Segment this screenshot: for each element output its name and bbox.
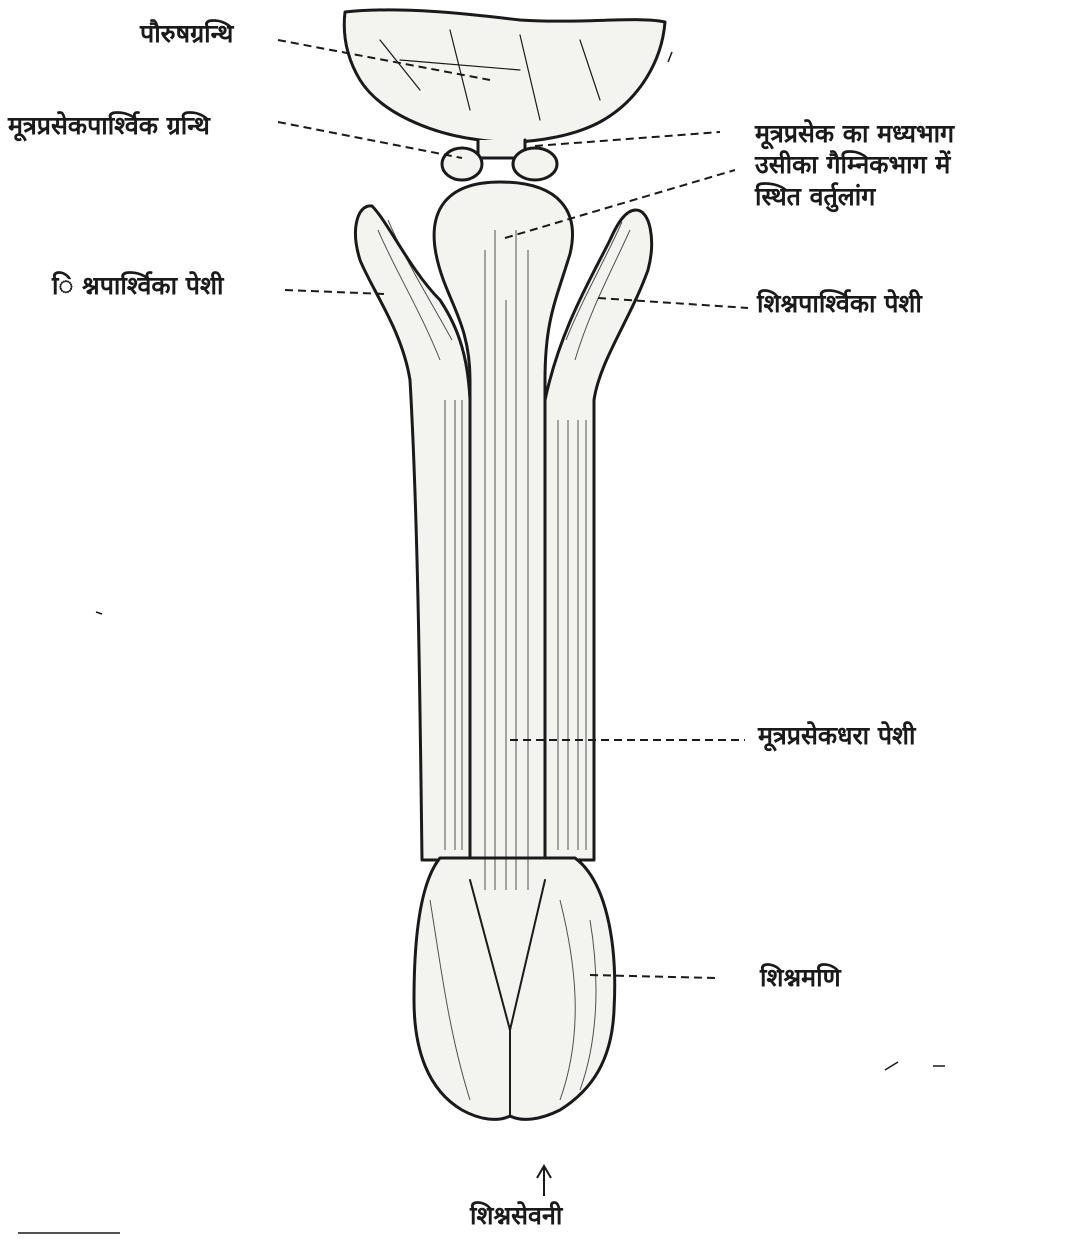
label-urethral-bulb-line1: मूत्रप्रसेक का मध्यभाग: [755, 118, 954, 149]
bulbourethral-gland-right: [513, 148, 557, 180]
bulbourethral-gland-left: [442, 148, 482, 180]
label-urethral-bulb-line3: स्थित वर्तुलांग: [755, 181, 954, 212]
label-glans: शिश्नमणि: [760, 962, 841, 993]
arrow-icon: [537, 1166, 551, 1196]
label-bulbospongiosus: मूत्रप्रसेकधरा पेशी: [758, 720, 916, 751]
label-prostate: पौरुषग्रन्थि: [140, 18, 233, 49]
label-ischiocavernosus-right: शिश्नपार्श्विका पेशी: [757, 288, 922, 319]
label-urethral-bulb: मूत्रप्रसेक का मध्यभाग उसीका गैम्निकभाग …: [755, 118, 954, 212]
label-bulbourethral-gland: मूत्रप्रसेकपार्श्विक ग्रन्थि: [8, 110, 210, 141]
leader-ischio-left: [285, 290, 385, 294]
label-raphe: शिश्नसेवनी: [470, 1200, 562, 1231]
label-urethral-bulb-line2: उसीका गैम्निकभाग में: [755, 149, 954, 180]
ischiocavernosus-right-shape: [545, 210, 652, 860]
label-ischiocavernosus-left: ि श्नपार्श्विका पेशी: [52, 270, 223, 301]
prostate-gland-shape: [344, 10, 665, 142]
